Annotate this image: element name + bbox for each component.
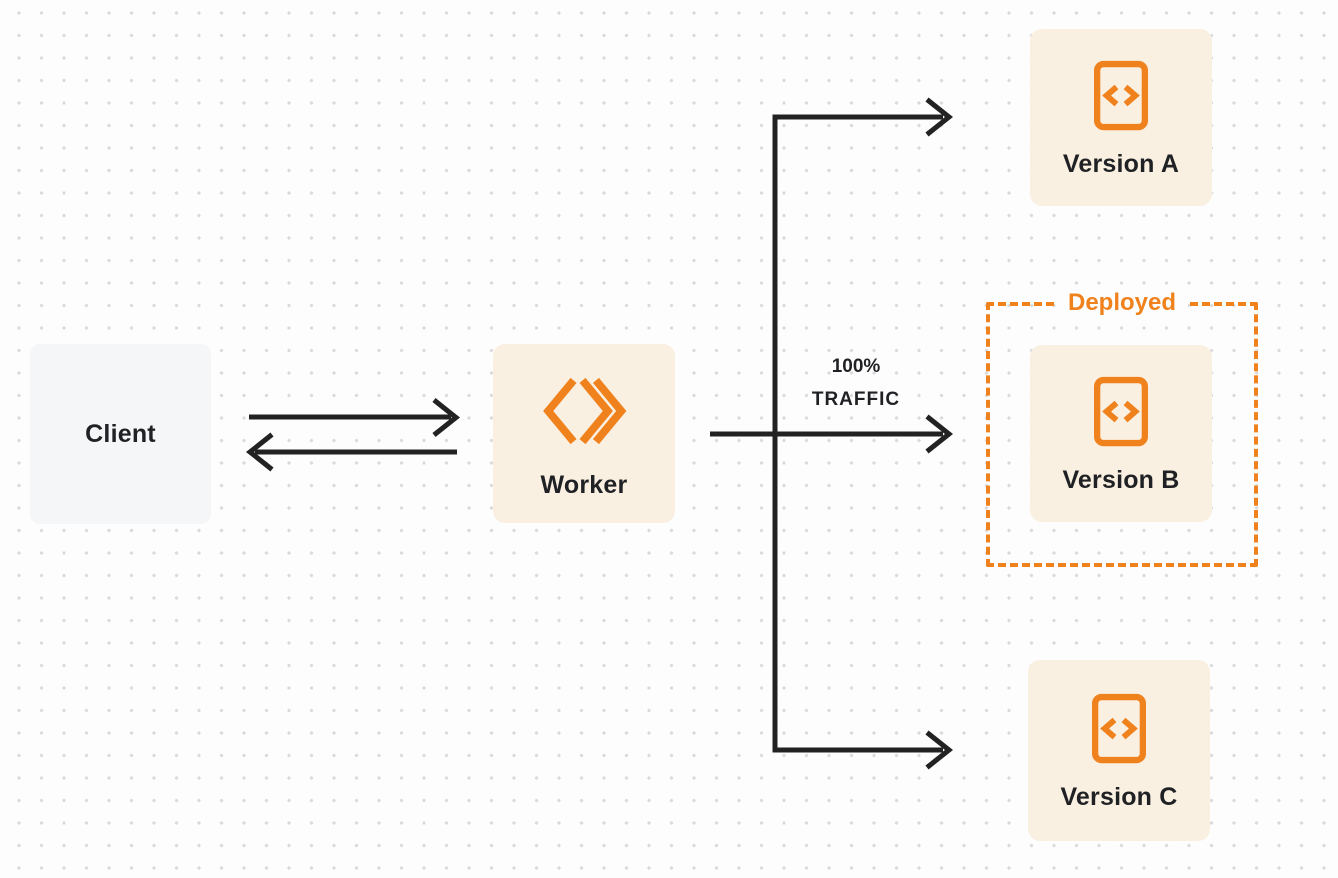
client-node: Client bbox=[30, 344, 211, 524]
traffic-word: TRAFFIC bbox=[811, 389, 901, 410]
traffic-label: 100% TRAFFIC bbox=[791, 350, 921, 416]
arrow-worker-traffic-main bbox=[710, 414, 954, 454]
version-a-node: Version A bbox=[1030, 29, 1212, 206]
traffic-percent: 100% bbox=[831, 356, 881, 377]
worker-label: Worker bbox=[540, 471, 628, 499]
cloudflare-workers-icon bbox=[540, 371, 628, 451]
arrow-worker-to-client bbox=[245, 432, 457, 472]
version-a-label: Version A bbox=[1062, 150, 1180, 178]
version-b-label: Version B bbox=[1062, 466, 1180, 494]
version-b-node: Version B bbox=[1030, 345, 1212, 522]
deployed-boundary: Deployed bbox=[986, 289, 1258, 567]
code-file-icon bbox=[1092, 376, 1150, 448]
code-file-icon bbox=[1092, 60, 1150, 132]
client-label: Client bbox=[85, 419, 156, 448]
arrow-to-version-c bbox=[925, 730, 954, 770]
deployed-label: Deployed bbox=[1055, 289, 1189, 317]
version-c-label: Version C bbox=[1060, 783, 1178, 811]
version-c-node: Version C bbox=[1028, 660, 1210, 841]
worker-node: Worker bbox=[493, 344, 675, 523]
arrow-client-to-worker bbox=[249, 398, 461, 437]
code-file-icon bbox=[1090, 693, 1148, 765]
arrow-to-version-a bbox=[925, 97, 954, 137]
